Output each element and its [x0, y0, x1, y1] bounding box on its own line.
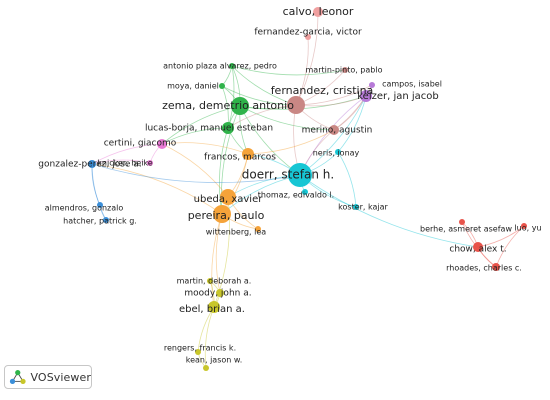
link-gonzalez-doerr	[91, 163, 301, 183]
node-calvo[interactable]	[313, 7, 323, 17]
link-merino-campos	[333, 84, 373, 131]
label-kean[interactable]: kean, jason w.	[186, 356, 242, 365]
label-rhoades[interactable]: rhoades, charles c.	[446, 264, 522, 273]
node-moya[interactable]	[219, 83, 225, 89]
link-antonio-martinp	[231, 65, 346, 76]
vosviewer-badge[interactable]: VOSviewer	[4, 365, 92, 389]
label-zema[interactable]: zema, demetrio antonio	[162, 99, 294, 112]
link-gonzalez-almendros	[91, 163, 101, 206]
node-almendros[interactable]	[97, 202, 103, 208]
node-ebel[interactable]	[208, 301, 220, 313]
node-campos[interactable]	[369, 82, 375, 88]
link-luo-rhoades	[495, 225, 525, 268]
network-labels: calvo, leonor fernandez-garcia, victor ant…	[38, 5, 541, 365]
link-certini-gonzalez	[91, 143, 163, 165]
label-martinp[interactable]: martin-pinto, pablo	[306, 66, 383, 75]
link-francos-certini	[161, 142, 249, 155]
label-doerr[interactable]: doerr, stefan h.	[242, 168, 334, 182]
node-rengers[interactable]	[195, 349, 201, 355]
label-koster[interactable]: koster, kajar	[338, 203, 388, 212]
node-merino[interactable]	[329, 125, 339, 135]
node-fgarcia[interactable]	[305, 34, 311, 40]
node-pereira[interactable]	[213, 205, 231, 223]
label-neris[interactable]: neris, jonay	[313, 149, 360, 158]
node-kean[interactable]	[203, 365, 209, 371]
label-antonio[interactable]: antonio plaza alvarez, pedro	[163, 62, 277, 71]
label-moody[interactable]: moody, john a.	[184, 289, 251, 299]
link-knicker-gonzalez	[91, 159, 151, 165]
node-berhe[interactable]	[459, 219, 465, 225]
node-keizer[interactable]	[360, 90, 372, 102]
label-berhe[interactable]: berhe, asmeret asefaw	[420, 225, 512, 234]
label-moya[interactable]: moya, daniel	[167, 82, 219, 91]
label-ebel[interactable]: ebel, brian a.	[179, 304, 245, 315]
link-koster-neris	[337, 151, 357, 208]
node-zema[interactable]	[231, 97, 249, 115]
vosviewer-logo-icon	[9, 370, 26, 384]
link-lucas-certini	[161, 127, 229, 145]
network-nodes	[88, 7, 527, 371]
node-rhoades[interactable]	[492, 263, 500, 271]
node-koster[interactable]	[353, 204, 359, 210]
label-certini[interactable]: certini, giacomo	[104, 139, 177, 149]
link-zema-doerr	[239, 105, 301, 176]
label-knicker[interactable]: knicker, heike	[97, 159, 153, 168]
node-doerr[interactable]	[288, 163, 312, 187]
label-fgarcia[interactable]: fernandez-garcia, victor	[254, 28, 362, 38]
link-doerr-chow	[299, 174, 479, 248]
label-luo[interactable]: luo, yu	[514, 224, 541, 233]
label-hatcher[interactable]: hatcher, patrick g.	[63, 217, 137, 226]
label-francos[interactable]: francos, marcos	[204, 153, 276, 163]
link-zema-pereira	[221, 105, 241, 215]
label-rengers[interactable]: rengers, francis k.	[164, 344, 236, 353]
node-gonzalez[interactable]	[88, 160, 96, 168]
node-luo[interactable]	[521, 223, 527, 229]
link-pereira-ebel	[211, 213, 223, 308]
label-gonzalez[interactable]: gonzalez-perez, jose a.	[38, 160, 141, 170]
brand-name: VOSviewer	[30, 370, 91, 384]
node-moody[interactable]	[216, 289, 224, 297]
label-lucas[interactable]: lucas-borja, manuel esteban	[145, 124, 273, 134]
label-almendros[interactable]: almendros, gonzalo	[45, 204, 124, 213]
link-fernandez-calvo	[295, 11, 319, 106]
label-keizer[interactable]: keizer, jan jacob	[357, 91, 439, 102]
node-neris[interactable]	[335, 149, 341, 155]
node-certini[interactable]	[157, 139, 167, 149]
label-fernandez[interactable]: fernandez, cristina	[271, 84, 374, 97]
link-pereira-gonzalez	[91, 163, 223, 215]
node-martinp[interactable]	[342, 67, 348, 73]
node-wittenberg[interactable]	[255, 226, 261, 232]
label-ubeda[interactable]: ubeda, xavier	[194, 194, 264, 205]
node-fernandez[interactable]	[287, 96, 305, 114]
label-calvo[interactable]: calvo, leonor	[283, 5, 354, 18]
node-thomaz[interactable]	[302, 189, 308, 195]
node-martind[interactable]	[207, 278, 213, 284]
node-lucas[interactable]	[222, 122, 234, 134]
node-antonio[interactable]	[229, 63, 235, 69]
link-ubeda-certini	[161, 143, 229, 198]
node-knicker[interactable]	[147, 160, 153, 166]
label-thomaz[interactable]: thomaz, edivaldo l.	[258, 191, 334, 200]
link-zema-merino	[239, 105, 335, 131]
link-francos-merino	[247, 129, 335, 155]
node-ubeda[interactable]	[220, 189, 236, 205]
link-gonzalez-hatcher	[91, 163, 107, 221]
node-hatcher[interactable]	[103, 217, 109, 223]
node-chow[interactable]	[473, 242, 483, 252]
label-merino[interactable]: merino, agustin	[302, 126, 373, 136]
label-pereira[interactable]: pereira, paulo	[188, 209, 265, 222]
label-martind[interactable]: martin, deborah a.	[177, 277, 252, 286]
label-campos[interactable]: campos, isabel	[382, 80, 442, 89]
label-chow[interactable]: chow, alex t.	[449, 245, 506, 255]
node-francos[interactable]	[242, 148, 254, 160]
label-wittenberg[interactable]: wittenberg, lea	[206, 228, 266, 237]
